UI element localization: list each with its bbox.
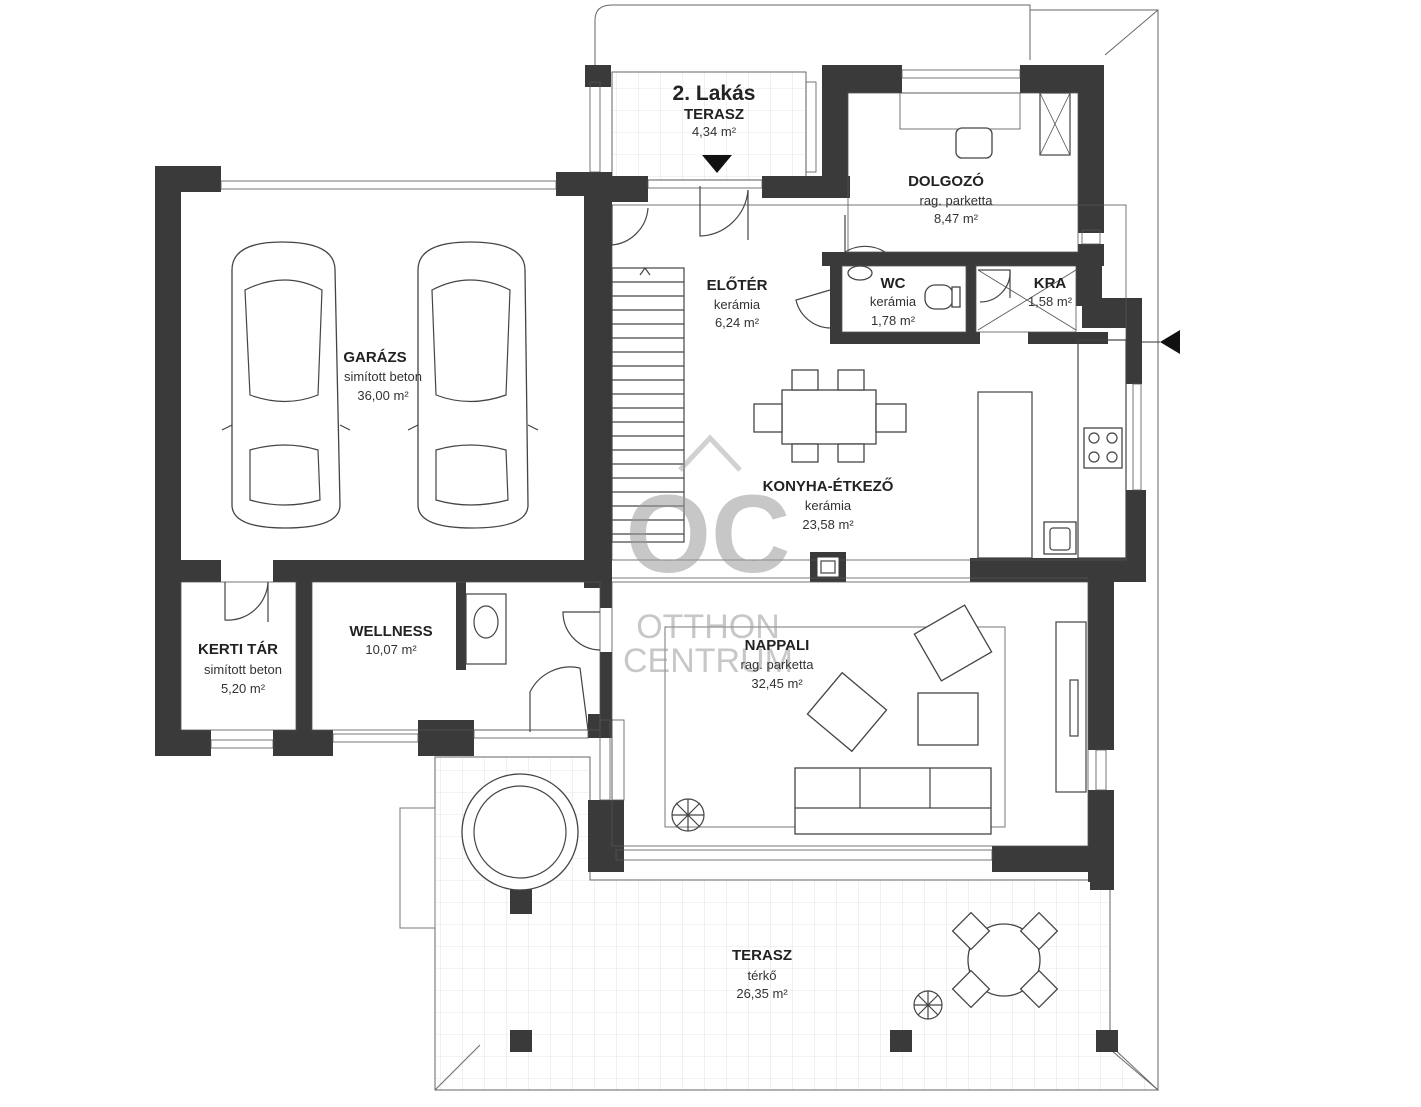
wc-material: kerámia [870,294,917,309]
kra-area: 1,58 m² [1028,294,1073,309]
terasz-bottom-name: TERASZ [732,947,792,964]
windows [210,69,1142,861]
kerti-tar-material: simított beton [204,662,282,677]
watermark-line1: OTTHON [636,608,780,646]
konyha-area: 23,58 m² [802,517,854,532]
wellness-area: 10,07 m² [365,642,417,657]
room-outlines [180,92,1127,847]
bottom-terrace-paving [399,756,1160,1091]
terrace-table-icon [951,911,1059,1009]
kerti-tar-name: KERTI TÁR [198,641,278,658]
konyha-material: kerámia [805,498,852,513]
dolgozo-material: rag. parketta [920,193,994,208]
hot-tub-icon [461,773,579,891]
eloter-area: 6,24 m² [715,315,760,330]
dolgozo-name: DOLGOZÓ [908,172,984,190]
terasz-bottom-area: 26,35 m² [736,986,788,1001]
door-swing-icon [224,186,1011,732]
toilet-icon [847,265,961,310]
garazs-name: GARÁZS [343,349,406,366]
wc-area: 1,78 m² [871,313,916,328]
terasz-top-area: 4,34 m² [692,124,737,139]
armchair-icon [806,604,993,753]
kra-name: KRA [1034,275,1067,292]
stair-icon [611,266,685,543]
walls [155,65,1146,1052]
sink-icon [1043,521,1077,555]
stove-icon [1083,427,1123,469]
nappali-name: NAPPALI [745,637,810,654]
dolgozo-area: 8,47 m² [934,211,979,226]
plant-icon [671,798,943,1020]
unit-title: 2. Lakás [673,82,756,105]
nappali-area: 32,45 m² [751,676,803,691]
car-icon [221,241,539,529]
wellness-name: WELLNESS [349,623,432,640]
dining-table-icon [753,369,907,463]
garazs-material: simított beton [344,369,422,384]
wc-name: WC [881,275,906,292]
wellness-basin [465,593,507,665]
garazs-area: 36,00 m² [357,388,409,403]
eloter-material: kerámia [714,297,761,312]
kitchen-counter [977,339,1127,559]
otthon-centrum-watermark: OC OTTHON CENTRUM [623,434,793,680]
konyha-name: KONYHA-ÉTKEZŐ [763,477,894,495]
shower-icon [977,269,1077,331]
kerti-tar-area: 5,20 m² [221,681,266,696]
fireplace-icon [817,557,839,577]
watermark-logo: OC [626,473,791,596]
entrance-arrow-icon [702,155,1180,354]
right-roof-outline [434,9,1159,1091]
terasz-top-name: TERASZ [684,106,744,123]
terasz-bottom-material: térkő [748,968,777,983]
tv-cabinet [1055,621,1087,793]
room-labels: 2. Lakás TERASZ 4,34 m² DOLGOZÓ rag. par… [198,82,1073,1001]
sofa-icon [794,767,992,835]
nappali-material: rag. parketta [741,657,815,672]
watermark-line2: CENTRUM [623,642,793,680]
desk-icon [899,92,1071,159]
eloter-name: ELŐTÉR [707,276,768,294]
